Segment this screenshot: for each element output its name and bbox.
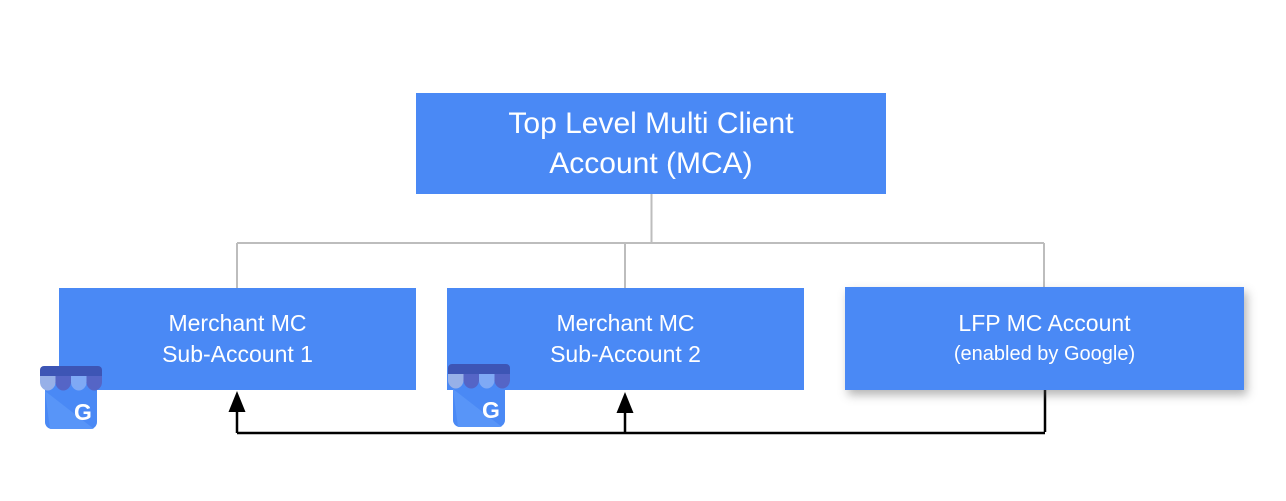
node-label-line2: Account (MCA) xyxy=(549,146,753,180)
storefront-icon-letter: G xyxy=(74,399,92,425)
node-label-line1: Merchant MC xyxy=(168,310,307,336)
node-label-line2: (enabled by Google) xyxy=(953,342,1136,365)
node-top-level-mca: Top Level Multi Client Account (MCA) xyxy=(416,93,886,194)
hierarchy-connector-line xyxy=(236,194,1045,288)
node-lfp-mc-account: LFP MC Account (enabled by Google) xyxy=(845,287,1244,390)
node-label-line2: Sub-Account 1 xyxy=(162,341,313,367)
node-merchant-sub-account-1: Merchant MC Sub-Account 1 xyxy=(59,288,416,390)
feedback-flow-line xyxy=(235,390,1047,435)
storefront-icon-body xyxy=(45,382,97,429)
google-business-storefront-icon: G xyxy=(448,364,510,427)
node-label-line2: Sub-Account 2 xyxy=(550,341,701,367)
storefront-icon-body xyxy=(453,380,505,427)
arrowhead-to-sub2 xyxy=(616,392,634,413)
storefront-icon-awning xyxy=(40,366,102,391)
node-label-line1: Merchant MC xyxy=(556,310,695,336)
storefront-icon-awning xyxy=(448,364,510,389)
node-label-line1: LFP MC Account xyxy=(958,309,1131,336)
arrowhead-to-sub1 xyxy=(228,391,246,412)
google-business-storefront-icon: G xyxy=(40,366,102,429)
node-label-line1: Top Level Multi Client xyxy=(508,106,794,140)
storefront-icon-letter: G xyxy=(482,397,500,423)
